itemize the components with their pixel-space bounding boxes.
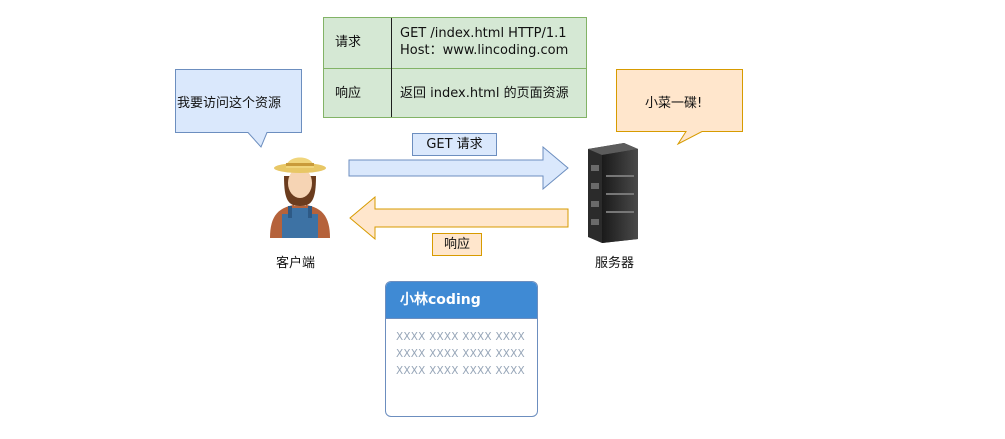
table-row-divider	[324, 68, 586, 69]
card-text-line: XXXX XXXX XXXX XXXX	[396, 348, 525, 360]
server-speech-bubble: 小菜一碟!	[616, 69, 744, 145]
table-row-response-label: 响应	[335, 86, 362, 101]
card-text-line: XXXX XXXX XXXX XXXX	[396, 365, 525, 377]
request-label: GET 请求	[412, 133, 497, 156]
server-caption: 服务器	[595, 256, 635, 271]
http-message-table: 请求 GET /index.html HTTP/1.1 Host：www.lin…	[323, 17, 587, 118]
table-column-divider	[391, 18, 392, 117]
server-rack-icon	[588, 143, 638, 243]
client-caption: 客户端	[276, 256, 316, 271]
response-arrow	[349, 196, 569, 240]
card-title: 小林coding	[386, 282, 537, 319]
client-speech-bubble: 我要访问这个资源	[175, 69, 303, 149]
table-row-request-label: 请求	[335, 35, 362, 50]
server-bubble-text: 小菜一碟!	[645, 96, 703, 111]
response-label: 响应	[432, 233, 482, 256]
card-text-line: XXXX XXXX XXXX XXXX	[396, 331, 525, 343]
table-row-response-line1: 返回 index.html 的页面资源	[400, 86, 569, 101]
webpage-card: 小林coding XXXX XXXX XXXX XXXX XXXX XXXX X…	[385, 281, 538, 417]
table-row-request-line1: GET /index.html HTTP/1.1	[400, 26, 567, 41]
client-bubble-text: 我要访问这个资源	[177, 96, 282, 111]
table-row-request-line2: Host：www.lincoding.com	[400, 43, 569, 58]
request-arrow	[348, 146, 569, 190]
farmer-person-icon	[270, 157, 330, 238]
